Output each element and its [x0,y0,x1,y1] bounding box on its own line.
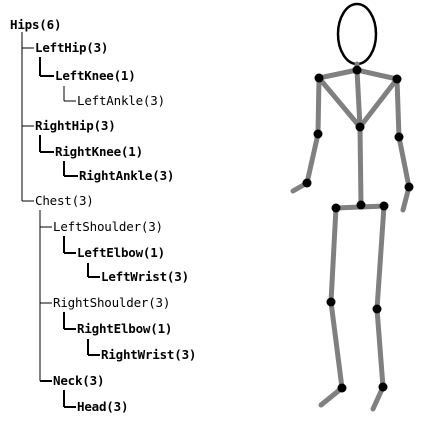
bone-right-thigh [374,203,387,312]
joint-left-elbow [313,129,323,139]
joint-right-shoulder [392,74,402,84]
joint-hips [356,200,366,210]
node-rightankle: RightAnkle(3) [79,168,175,183]
joint-right-wrist [404,182,414,192]
node-head: Head(3) [77,399,129,414]
node-righthip: RightHip(3) [35,118,116,133]
bone-left-side [316,75,363,130]
joint-right-elbow [394,132,404,142]
joint-chest [355,122,365,132]
joint-left-shoulder [314,73,324,83]
bone-right-upperarm [394,76,402,140]
joint-left-knee [326,297,336,307]
bone-right-shin [374,306,386,390]
joint-right-knee [372,304,382,314]
bone-right-clavicle [354,67,400,82]
node-leftknee: LeftKnee(1) [55,68,136,83]
node-leftwrist: LeftWrist(3) [101,269,189,284]
joints [302,65,414,393]
node-chest: Chest(3) [35,193,94,208]
bone-right-side [357,76,400,130]
node-leftshoulder: LeftShoulder(3) [53,219,163,234]
node-leftelbow: LeftElbow(1) [77,245,165,260]
joint-neck [352,65,362,75]
node-rightknee: RightKnee(1) [55,144,143,159]
joint-left-wrist [302,178,312,188]
bone-left-shin [328,299,345,391]
bone-right-forearm [396,134,412,190]
bone-left-foot [318,385,345,408]
bone-spine [354,67,363,130]
bone-left-thigh [328,205,339,305]
head-shape [336,2,378,66]
node-hips: Hips(6) [10,17,62,32]
joint-right-ankle [378,382,388,392]
node-rightwrist: RightWrist(3) [101,347,197,362]
bone-left-upperarm [315,75,322,137]
bone-left-clavicle [316,67,360,81]
node-neck: Neck(3) [53,373,105,388]
node-rightshoulder: RightShoulder(3) [53,295,171,310]
bone-lower-spine [357,124,364,208]
joint-left-hip [331,203,341,213]
node-rightelbow: RightElbow(1) [77,321,173,336]
node-leftankle: LeftAnkle(3) [77,93,165,108]
bone-left-forearm [304,131,321,186]
joint-right-hip [379,201,389,211]
node-lefthip: LeftHip(3) [35,40,109,55]
bones [290,2,412,412]
joint-left-ankle [337,383,347,393]
